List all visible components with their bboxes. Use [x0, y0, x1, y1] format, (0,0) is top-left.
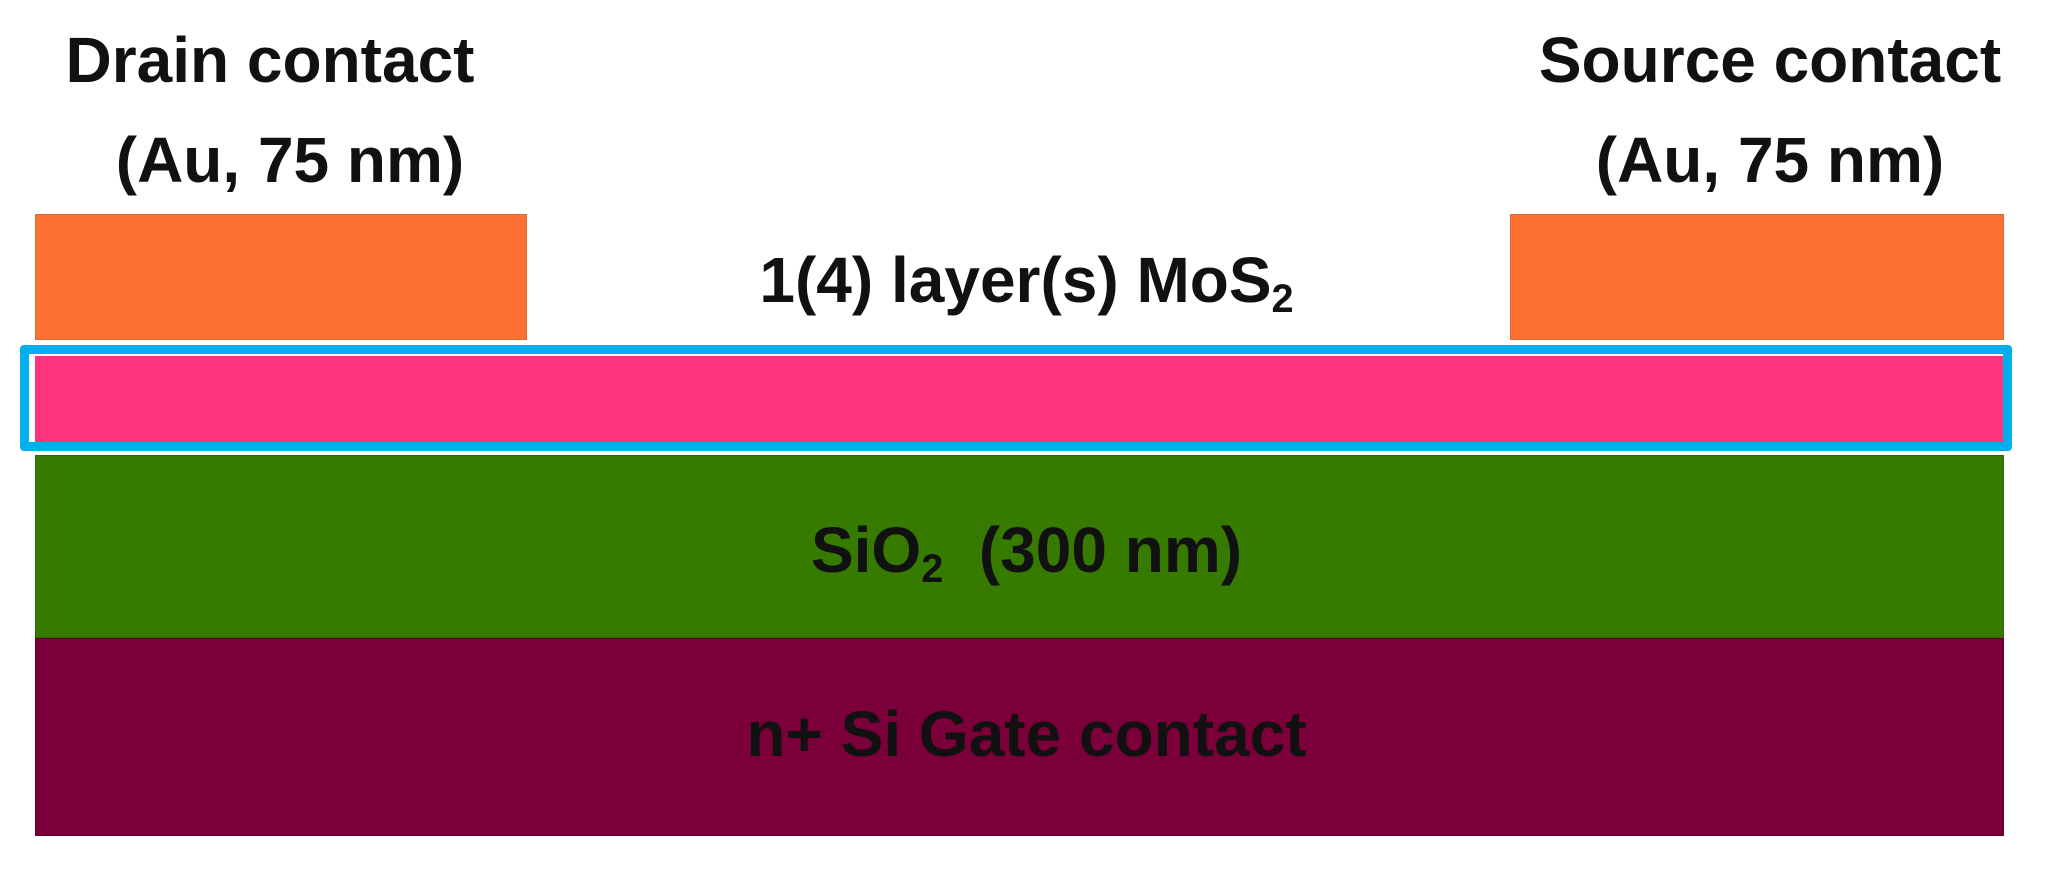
gate-layer	[35, 638, 2004, 836]
mos2-highlight-outline	[20, 345, 2012, 451]
mos2-layer	[35, 356, 2004, 442]
source-contact-block	[1510, 214, 2004, 340]
drain-contact-title: Drain contact	[65, 24, 475, 96]
sio2-label-prefix: SiO	[810, 514, 922, 586]
drain-contact-block	[35, 214, 527, 340]
source-contact-title: Source contact	[1538, 24, 2002, 96]
mos2-layer-label: 1(4) layer(s) MoS2	[0, 248, 2053, 319]
sio2-layer-label: SiO2 (300 nm)	[0, 518, 2053, 589]
mos2-label-subscript: 2	[1271, 276, 1294, 321]
source-contact-spec: (Au, 75 nm)	[1595, 124, 1945, 196]
sio2-layer	[35, 455, 2004, 638]
sio2-label-subscript: 2	[921, 546, 944, 591]
mos2-label-main: 1(4) layer(s) MoS	[759, 244, 1272, 316]
drain-contact-spec: (Au, 75 nm)	[115, 124, 465, 196]
gate-layer-label: n+ Si Gate contact	[746, 698, 1307, 770]
sio2-label-suffix: (300 nm)	[978, 514, 1243, 586]
